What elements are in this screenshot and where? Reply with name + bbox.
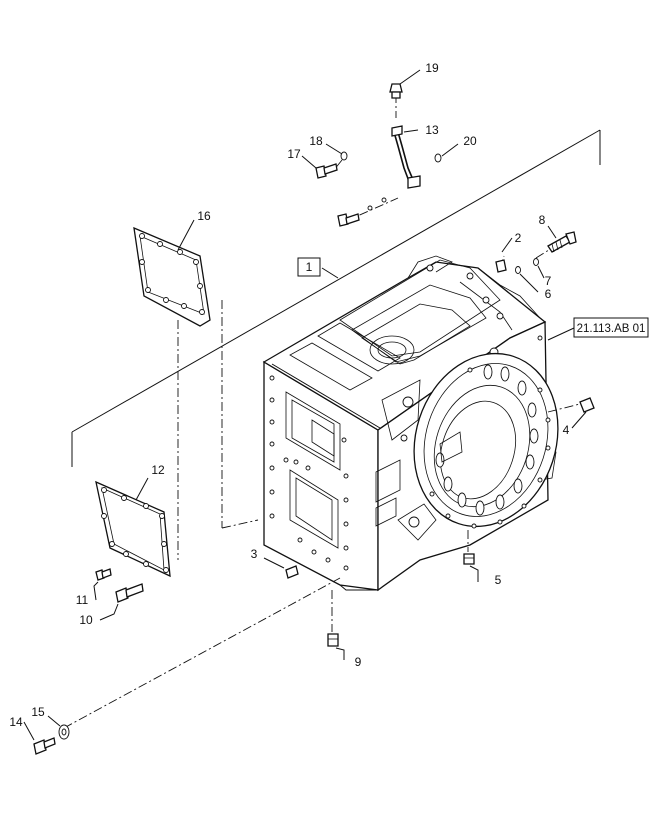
callout-4: 4	[563, 423, 570, 437]
callout-2: 2	[515, 231, 522, 245]
callout-11: 11	[76, 593, 89, 607]
callout-19: 19	[425, 61, 439, 75]
callout-labels: 1 2 3 4 5 6 7 8 9 10 11 12 13 14 15 16 1…	[9, 61, 569, 729]
part-20-ring	[434, 153, 442, 163]
callout-7: 7	[545, 274, 552, 288]
cover-plate-12	[95, 480, 171, 578]
housing-left-bolt-holes	[269, 375, 349, 571]
part-19-fitting	[389, 83, 403, 99]
callout-8: 8	[539, 213, 546, 227]
part-4-plug	[579, 397, 595, 413]
part-6-ring	[515, 266, 521, 274]
callout-9: 9	[355, 655, 362, 669]
part-14-bolt	[33, 737, 56, 755]
part-5-plug	[463, 553, 475, 565]
leader-lines	[23, 69, 587, 741]
callout-1-box	[297, 257, 321, 277]
part-9-plug	[327, 633, 339, 647]
center-lines	[63, 94, 581, 729]
part-13-lower-bolt	[337, 197, 387, 227]
callout-16: 16	[197, 209, 211, 223]
callout-13: 13	[425, 123, 439, 137]
bell-housing-flange	[413, 352, 559, 529]
callout-10: 10	[79, 613, 93, 627]
part-11-bolt	[95, 568, 112, 581]
callout-20: 20	[463, 134, 477, 148]
callout-17: 17	[287, 147, 301, 161]
cover-plate-16	[133, 226, 211, 327]
part-2-pin	[495, 259, 507, 273]
reference-tag-label: 21.113.AB 01	[577, 323, 646, 335]
callout-18: 18	[309, 134, 323, 148]
part-3-plug	[285, 565, 299, 579]
assembly-bracket	[71, 129, 601, 467]
part-10-bolt	[115, 583, 144, 603]
part-13-tube	[391, 125, 421, 189]
reference-tag[interactable]: 21.113.AB 01	[573, 317, 649, 338]
part-8-sensor	[547, 231, 577, 253]
part-18-washer	[340, 151, 348, 161]
callout-12: 12	[151, 463, 165, 477]
callout-5: 5	[495, 573, 502, 587]
callout-1: 1	[306, 260, 313, 274]
callout-15: 15	[31, 705, 45, 719]
part-17-bolt	[315, 163, 338, 179]
callout-6: 6	[545, 287, 552, 301]
callout-3: 3	[251, 547, 258, 561]
transmission-housing	[262, 255, 559, 592]
part-15-washer	[58, 724, 70, 740]
callout-14: 14	[9, 715, 23, 729]
part-7-ring	[533, 258, 539, 266]
